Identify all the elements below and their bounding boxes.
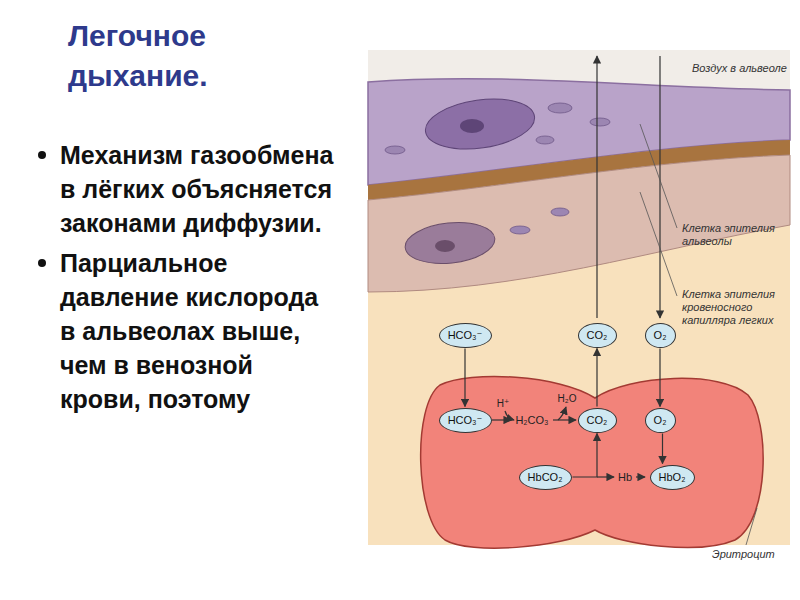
- mitochondrion: [548, 103, 572, 113]
- anatomy-label: Воздух в альвеоле: [692, 62, 792, 75]
- co2-exit-arrow: [596, 56, 597, 318]
- formula-text: HCO₃⁻: [448, 414, 483, 427]
- reaction-arrow: [636, 476, 645, 477]
- formula-text: CO₂: [587, 329, 608, 342]
- molecule-circle: HbCO₂: [519, 465, 572, 490]
- mitochondrion: [536, 136, 554, 144]
- molecule-circle: CO₂: [578, 323, 617, 348]
- mitochondrion: [551, 208, 569, 216]
- molecule-circle: HbO₂: [650, 465, 695, 490]
- reaction-arrow: [597, 476, 614, 477]
- epithelium-nucleus: [422, 93, 538, 156]
- slide-title: Легочное дыхание.: [68, 16, 308, 96]
- bullet-list: Механизм газообмена в лёгких объясняется…: [38, 138, 338, 422]
- formula-text: HbCO₂: [528, 471, 563, 484]
- reaction-arrow: [553, 419, 576, 420]
- erythrocyte: [421, 376, 764, 548]
- nucleolus: [460, 119, 484, 133]
- formula-text: HbO₂: [659, 471, 686, 484]
- molecule-circle: HCO₃⁻: [439, 323, 492, 348]
- leader-lines: [640, 124, 757, 545]
- diffusion-arrow: [662, 434, 663, 464]
- reaction-arrow: [492, 419, 511, 420]
- molecule-label: H₂CO₃: [515, 414, 548, 427]
- mitochondrion: [385, 146, 405, 154]
- anatomy-label: Клетка эпителия альвеолы: [682, 222, 787, 248]
- molecule-circle: HCO₃⁻: [439, 408, 492, 433]
- mitochondria: [385, 103, 610, 234]
- anatomy-label: Клетка эпителия кровеносного капилляра л…: [682, 288, 790, 327]
- diffusion-arrow: [659, 349, 660, 407]
- leader-line: [640, 192, 677, 296]
- molecule-label: Hb: [618, 471, 632, 484]
- endothelium-nucleus: [403, 218, 497, 267]
- nucleolus: [435, 240, 455, 252]
- leader-line: [640, 124, 677, 228]
- mitochondrion: [590, 118, 610, 126]
- diffusion-arrow: [464, 349, 465, 407]
- leader-line: [746, 508, 757, 545]
- capillary-endothelium: [368, 155, 790, 292]
- bullet-dot: [38, 151, 46, 159]
- molecule-circle: CO₂: [578, 408, 617, 433]
- bullet-text: Механизм газообмена в лёгких объясняется…: [60, 141, 333, 237]
- ion-label: H⁺: [497, 397, 510, 410]
- reaction-arrows: [492, 56, 660, 477]
- bullet-item: Парциальное давление кислорода в альвеол…: [38, 246, 335, 416]
- formula-text: O₂: [654, 329, 667, 342]
- o2-entry-arrow: [659, 56, 660, 318]
- mitochondrion: [510, 226, 530, 234]
- formula-text: HCO₃⁻: [448, 329, 483, 342]
- bullet-dot: [38, 259, 46, 267]
- proton-arrow: [505, 411, 514, 420]
- molecule-label: H₂O: [558, 392, 577, 405]
- diffusion-arrow: [573, 434, 598, 478]
- water-arrow: [558, 407, 566, 420]
- formula-text: CO₂: [587, 414, 608, 427]
- diffusion-arrow: [596, 349, 597, 407]
- anatomy-label: Эритроцит: [712, 548, 787, 561]
- formula-text: O₂: [654, 414, 667, 427]
- molecule-circle: O₂: [645, 323, 676, 348]
- molecule-circle: O₂: [645, 408, 676, 433]
- bullet-text: Парциальное давление кислорода в альвеол…: [60, 249, 318, 413]
- bullet-item: Механизм газообмена в лёгких объясняется…: [38, 138, 335, 240]
